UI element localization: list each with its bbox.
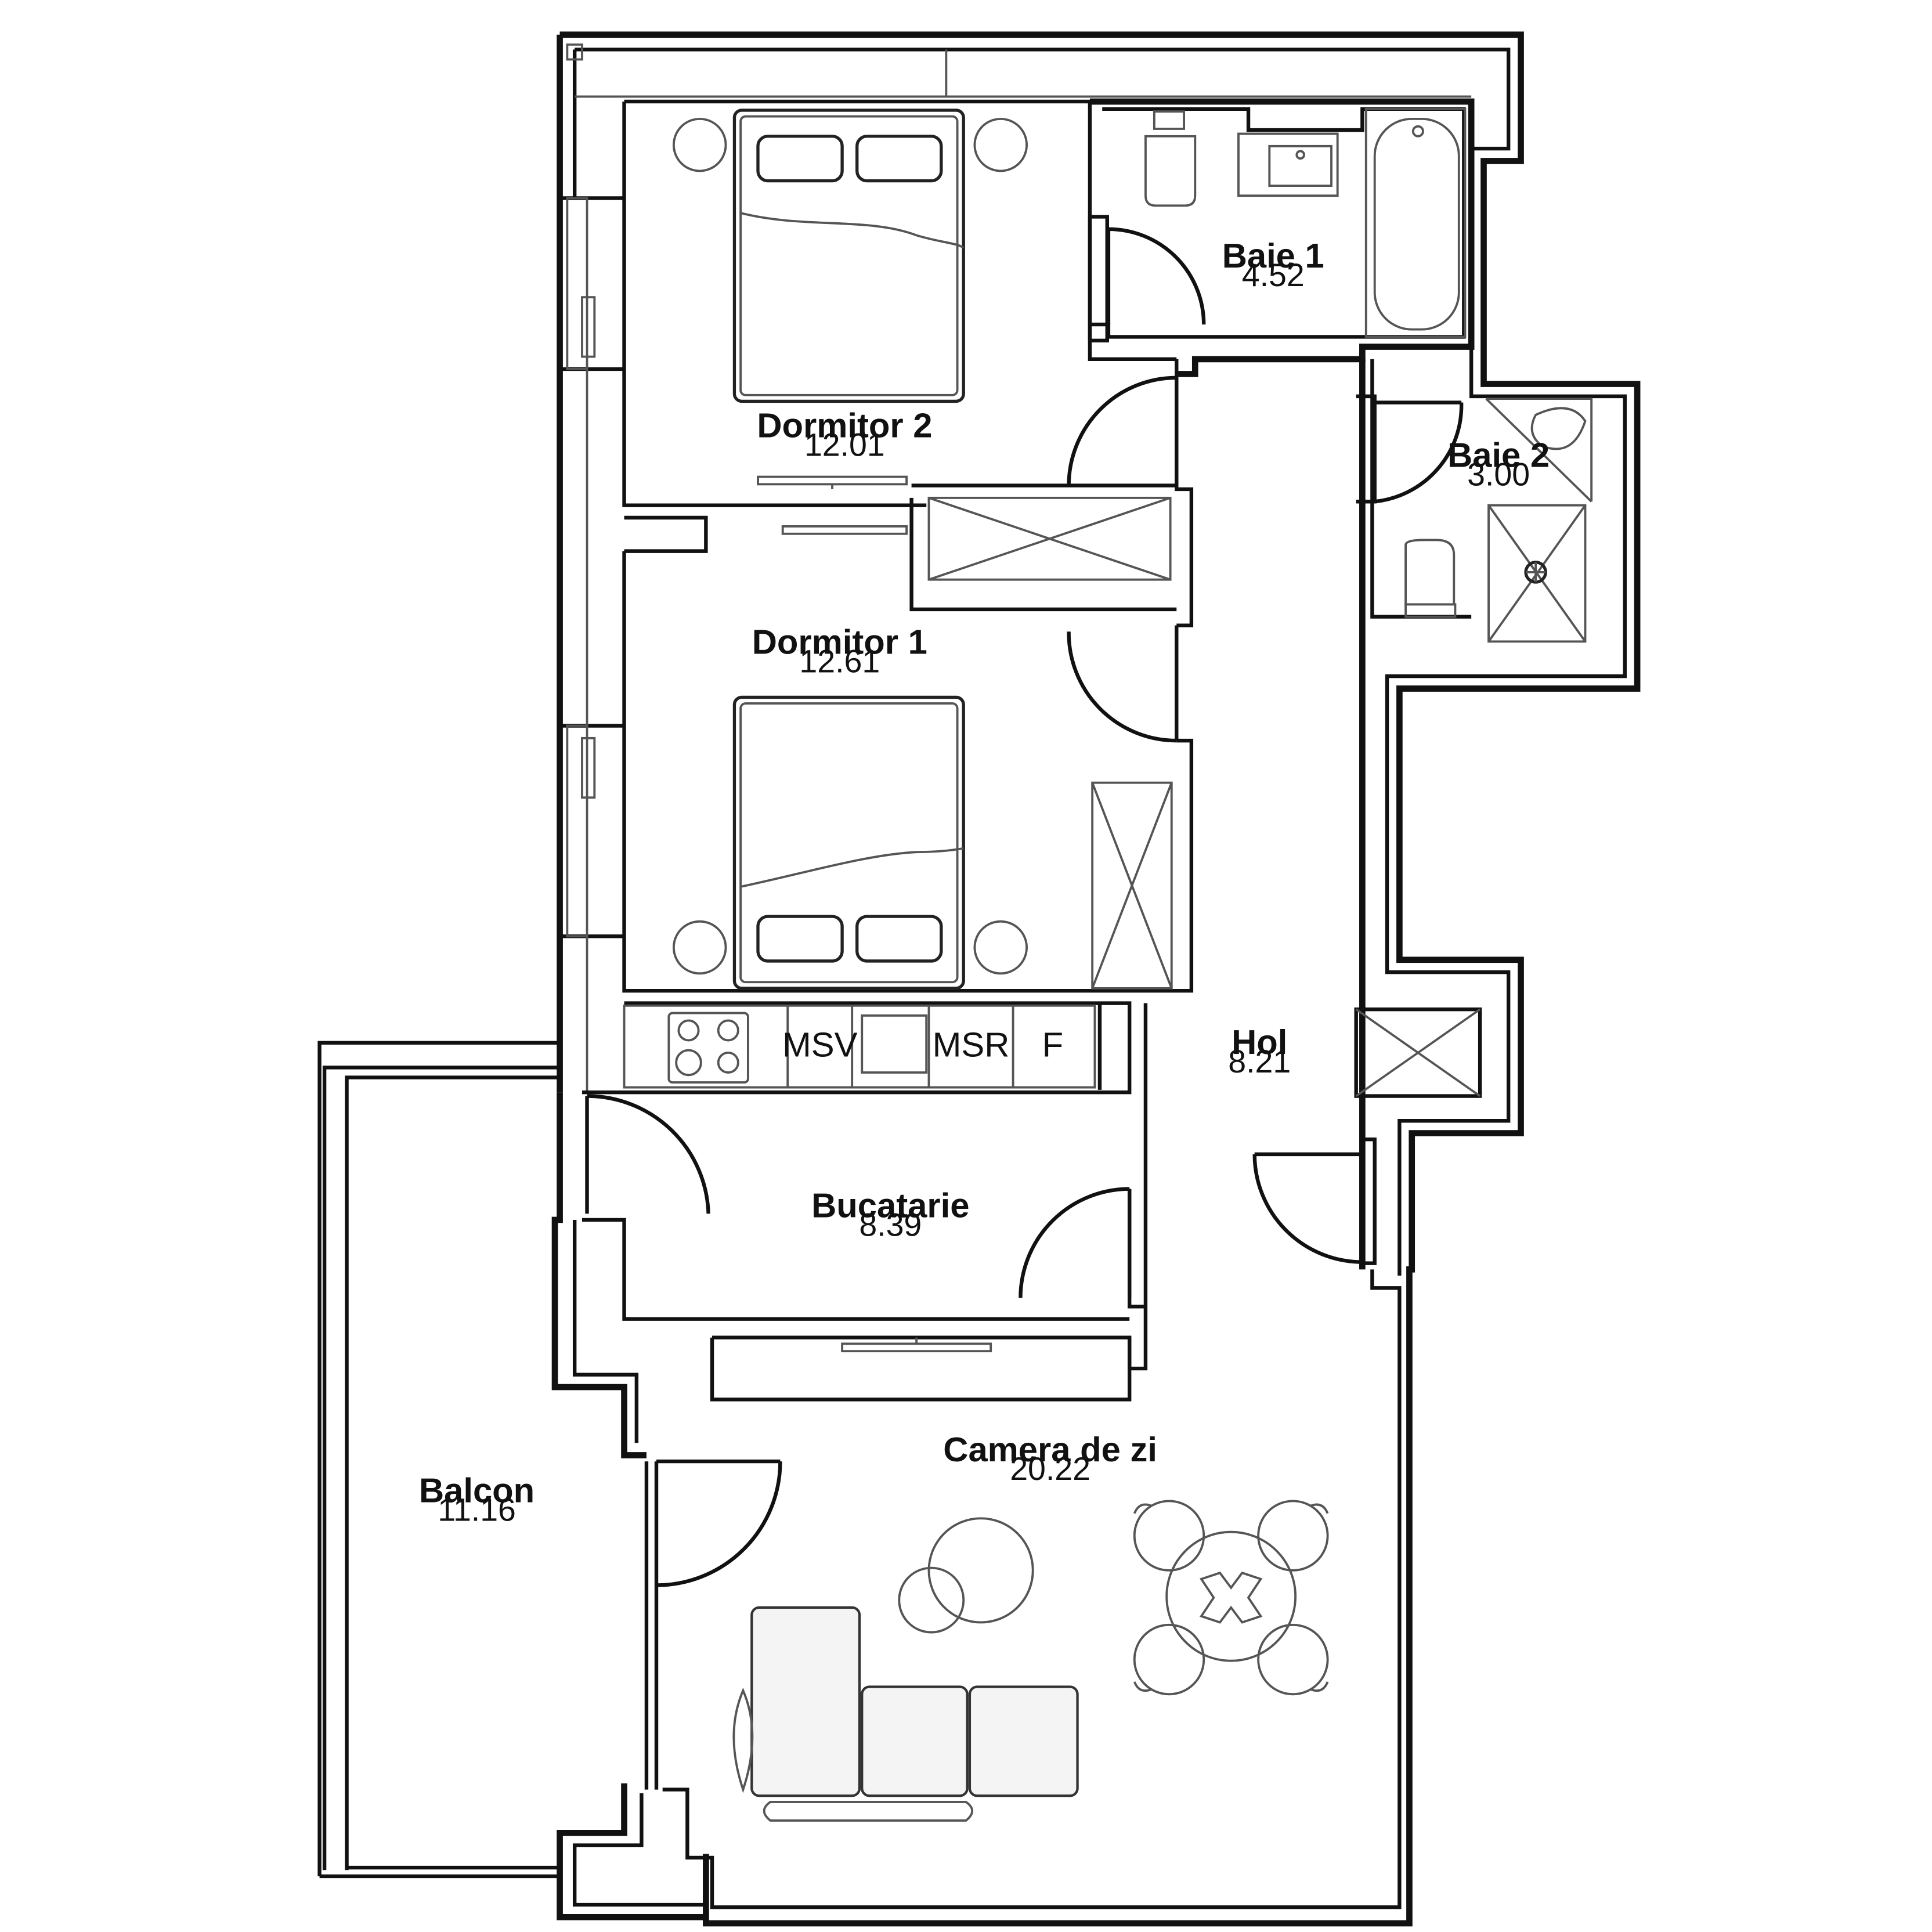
outer-walls bbox=[317, 31, 1641, 1927]
double-bed-icon bbox=[672, 695, 1028, 990]
appliance-msr: MSR bbox=[933, 1025, 1010, 1064]
room-name-dormitor1: Dormitor 1 bbox=[752, 623, 927, 662]
door-bucatarie-2 bbox=[1019, 1187, 1132, 1298]
door-baie2 bbox=[1374, 400, 1464, 504]
interior-walls bbox=[575, 49, 1482, 1402]
room-name-camera: Camera de zi bbox=[943, 1430, 1157, 1469]
appliance-msv: MSV bbox=[782, 1025, 858, 1064]
toilet-icon bbox=[1144, 110, 1197, 207]
tv-icon bbox=[841, 1337, 992, 1353]
room-area-balcon: 11.16 bbox=[438, 1492, 516, 1528]
room-area-dormitor1: 12.61 bbox=[799, 644, 880, 680]
room-area-camera: 20.22 bbox=[1010, 1451, 1090, 1487]
room-area-dormitor2: 12.01 bbox=[804, 427, 885, 463]
door-bucatarie-1 bbox=[585, 1094, 710, 1214]
appliance-f: F bbox=[1042, 1025, 1064, 1064]
room-area-hol: 8.21 bbox=[1228, 1043, 1291, 1079]
room-area-baie2: 3.00 bbox=[1467, 457, 1530, 493]
room-name-bucatarie: Bucatarie bbox=[811, 1186, 969, 1225]
door-balcon bbox=[656, 1459, 782, 1587]
door-hol bbox=[1252, 1152, 1363, 1264]
room-name-baie1: Baie 1 bbox=[1222, 236, 1324, 275]
door-baie1 bbox=[1106, 227, 1206, 325]
room-name-baie2: Baie 2 bbox=[1447, 436, 1550, 475]
sink-icon bbox=[1237, 132, 1339, 197]
coffee-table-icon bbox=[898, 1517, 1034, 1634]
room-labels: Dormitor 2 12.01 Baie 1 4.52 Baie 2 3.00… bbox=[419, 236, 1550, 1528]
doors bbox=[585, 227, 1464, 1790]
room-name-balcon: Balcon bbox=[419, 1471, 535, 1510]
bathtub-icon bbox=[1364, 107, 1467, 338]
wardrobe-icon bbox=[1091, 781, 1173, 990]
wardrobe-icon bbox=[927, 496, 1172, 581]
room-area-bucatarie: 8.39 bbox=[859, 1207, 922, 1243]
cooktop-icon bbox=[667, 1012, 749, 1084]
dining-table-icon bbox=[1133, 1500, 1329, 1696]
double-bed-icon bbox=[672, 109, 1028, 403]
room-area-baie1: 4.52 bbox=[1242, 257, 1305, 293]
kitchen-counter bbox=[623, 1004, 1096, 1089]
door-dormitor1 bbox=[1067, 631, 1177, 743]
shower-icon bbox=[1485, 398, 1593, 643]
room-name-hol: Hol bbox=[1232, 1023, 1287, 1061]
toilet-icon bbox=[1404, 539, 1457, 618]
room-name-dormitor2: Dormitor 2 bbox=[757, 406, 932, 445]
door-dormitor2 bbox=[1067, 375, 1179, 486]
tv-icon bbox=[757, 475, 908, 535]
sofa-icon bbox=[732, 1606, 1079, 1822]
